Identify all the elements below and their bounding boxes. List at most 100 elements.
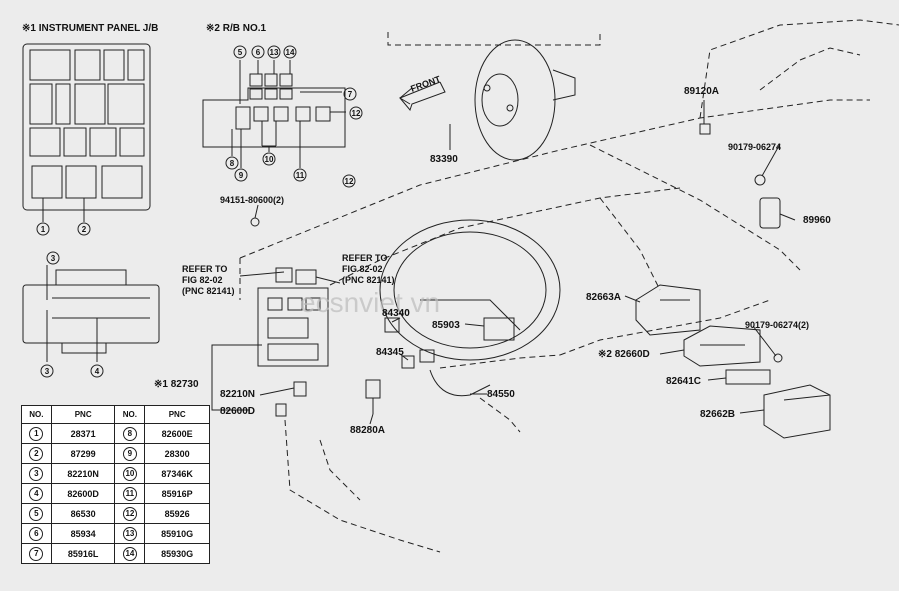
row-number: 6 xyxy=(29,526,44,541)
pnc-cell: 86530 xyxy=(50,503,116,524)
label-84340: 84340 xyxy=(382,308,410,319)
relay-box-bottom xyxy=(22,265,160,362)
callout-7: 7 xyxy=(348,90,353,99)
part-89960 xyxy=(759,197,781,229)
pnc-cell: 85926 xyxy=(144,503,210,524)
table-header-row: NO. PNC NO. PNC xyxy=(21,405,210,424)
callout-12: 12 xyxy=(345,177,354,186)
pnc-cell: 82600E xyxy=(144,423,210,444)
callout-3: 3 xyxy=(51,254,56,263)
part-89120a xyxy=(699,123,711,135)
table-row: 3 82210N 10 87346K xyxy=(21,463,210,484)
label-85903: 85903 xyxy=(432,320,460,331)
label-82210n: 82210N xyxy=(220,389,255,400)
instrument-panel-jb xyxy=(22,43,151,222)
label-82660d: ※2 82660D xyxy=(598,349,650,360)
brake-booster xyxy=(474,39,576,161)
rb-no1 xyxy=(202,60,346,168)
pnc-cell: 28300 xyxy=(144,443,210,464)
callout-1: 1 xyxy=(41,225,46,234)
label-82641c: 82641C xyxy=(666,376,701,387)
refer-1-line3: (PNC 82141) xyxy=(182,286,235,296)
row-number: 4 xyxy=(29,486,44,501)
pnc-cell: 85916L xyxy=(50,543,116,564)
pnc-cell: 85916P xyxy=(144,483,210,504)
refer-2-line2: FIG 82-02 xyxy=(342,264,383,274)
label-82662b: 82662B xyxy=(700,409,735,420)
label-84550: 84550 xyxy=(487,389,515,400)
callout-8: 8 xyxy=(230,159,235,168)
part-82662b xyxy=(763,384,831,439)
callout-13: 13 xyxy=(270,48,279,57)
pnc-cell: 87346K xyxy=(144,463,210,484)
refer-1-line1: REFER TO xyxy=(182,264,227,274)
pnc-cell: 85934 xyxy=(50,523,116,544)
col-pnc: PNC xyxy=(144,405,210,424)
row-number: 13 xyxy=(122,526,137,541)
col-pnc: PNC xyxy=(50,405,116,424)
col-no: NO. xyxy=(21,405,52,424)
part-82641c xyxy=(725,369,771,385)
row-number: 7 xyxy=(29,546,44,561)
label-89120a: 89120A xyxy=(684,86,719,97)
row-number: 14 xyxy=(122,546,137,561)
watermark: ecsnviet.vn xyxy=(300,287,440,318)
steering-wheel xyxy=(379,219,561,361)
table-row: 4 82600D 11 85916P xyxy=(21,483,210,504)
callout-6: 6 xyxy=(256,48,261,57)
label-83390: 83390 xyxy=(430,154,458,165)
table-row: 6 85934 13 85910G xyxy=(21,523,210,544)
row-number: 2 xyxy=(29,446,44,461)
row-number: 8 xyxy=(122,426,137,441)
label-90179-06274: 90179-06274 xyxy=(728,142,781,152)
row-number: 5 xyxy=(29,506,44,521)
instrument-panel-header: ※1 INSTRUMENT PANEL J/B xyxy=(22,23,158,34)
pnc-cell: 28371 xyxy=(50,423,116,444)
table-row: 2 87299 9 28300 xyxy=(21,443,210,464)
row-number: 10 xyxy=(122,466,137,481)
table-row: 7 85916L 14 85930G xyxy=(21,543,210,564)
callout-10: 10 xyxy=(265,155,274,164)
pnc-cell: 85910G xyxy=(144,523,210,544)
callout-3: 3 xyxy=(45,367,50,376)
row-number: 9 xyxy=(122,446,137,461)
col-no: NO. xyxy=(114,405,146,424)
refer-2-line3: (PNC 82141) xyxy=(342,275,395,285)
pnc-table: NO. PNC NO. PNC 1 28371 8 82600E 2 87299… xyxy=(21,405,210,564)
row-number: 1 xyxy=(29,426,44,441)
junction-block-82730 xyxy=(257,287,329,417)
label-82663a: 82663A xyxy=(586,292,621,303)
callout-12: 12 xyxy=(352,109,361,118)
callout-14: 14 xyxy=(286,48,295,57)
callout-9: 9 xyxy=(239,171,244,180)
row-number: 3 xyxy=(29,466,44,481)
label-88280a: 88280A xyxy=(350,425,385,436)
dashboard-outline xyxy=(239,19,899,553)
rb-no1-header: ※2 R/B NO.1 xyxy=(206,23,266,34)
row-number: 12 xyxy=(122,506,137,521)
label-84345: 84345 xyxy=(376,347,404,358)
part-82663a xyxy=(635,284,701,336)
label-94151-80600: 94151-80600(2) xyxy=(220,195,284,205)
part-82660d xyxy=(683,325,761,367)
pnc-cell: 82600D xyxy=(50,483,116,504)
row-number: 11 xyxy=(122,486,137,501)
table-row: 1 28371 8 82600E xyxy=(21,423,210,444)
callout-2: 2 xyxy=(82,225,87,234)
label-89960: 89960 xyxy=(803,215,831,226)
refer-2-line1: REFER TO xyxy=(342,253,387,263)
refer-1-line2: FIG 82-02 xyxy=(182,275,223,285)
pnc-cell: 87299 xyxy=(50,443,116,464)
callout-11: 11 xyxy=(296,171,305,180)
front-label: FRONT xyxy=(409,74,442,94)
label-90179-06274-2: 90179-06274(2) xyxy=(745,320,809,330)
label-82600d: 82600D xyxy=(220,406,255,417)
pnc-cell: 82210N xyxy=(50,463,116,484)
table-row: 5 86530 12 85926 xyxy=(21,503,210,524)
pnc-cell: 85930G xyxy=(144,543,210,564)
callout-5: 5 xyxy=(238,48,243,57)
callout-4: 4 xyxy=(95,367,100,376)
label-82730: ※1 82730 xyxy=(154,379,199,390)
